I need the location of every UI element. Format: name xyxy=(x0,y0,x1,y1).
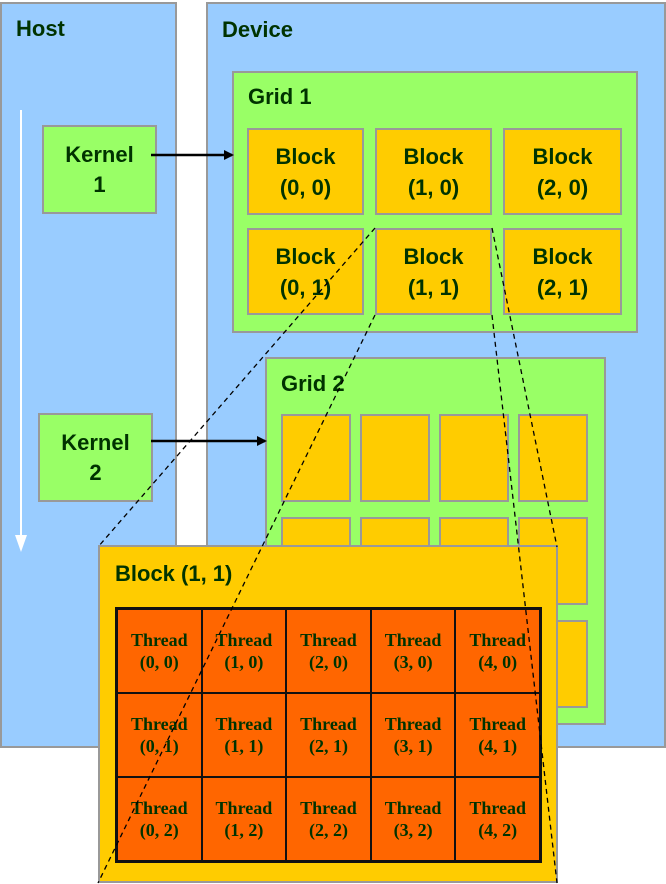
thread-coord: (2, 1) xyxy=(308,736,348,756)
thread-cell: Thread(3, 0) xyxy=(370,609,456,693)
thread-label: Thread xyxy=(215,714,273,734)
thread-coord: (3, 0) xyxy=(393,652,433,672)
thread-label: Thread xyxy=(130,798,188,818)
thread-coord: (4, 1) xyxy=(478,736,518,756)
grid-2-block xyxy=(518,414,588,502)
block-label: Block xyxy=(275,143,336,169)
thread-coord: (1, 0) xyxy=(224,652,264,672)
thread-coord: (3, 1) xyxy=(393,736,433,756)
kernel-1-label: Kernel xyxy=(65,141,134,167)
thread-coord: (0, 1) xyxy=(139,736,179,756)
thread-coord: (1, 2) xyxy=(224,820,264,840)
thread-coord: (1, 1) xyxy=(224,736,264,756)
thread-label: Thread xyxy=(215,630,273,650)
thread-coord: (4, 0) xyxy=(478,652,518,672)
thread-label: Thread xyxy=(130,630,188,650)
thread-coord: (4, 2) xyxy=(478,820,518,840)
thread-cell: Thread(2, 1) xyxy=(286,693,371,777)
block-coord: (2, 0) xyxy=(536,174,589,200)
kernel-2-label: Kernel xyxy=(61,429,130,455)
thread-cell: Thread(1, 2) xyxy=(201,777,287,861)
thread-label: Thread xyxy=(215,798,273,818)
grid-1-block: Block (0, 0) xyxy=(247,128,364,215)
thread-cell: Thread(3, 2) xyxy=(370,777,456,861)
block-detail-title: Block (1, 1) xyxy=(115,561,233,586)
thread-label: Thread xyxy=(469,714,527,734)
grid-1-block: Block (1, 0) xyxy=(375,128,492,215)
thread-cell: Thread(4, 1) xyxy=(455,693,540,777)
grid-2-block xyxy=(360,414,430,502)
thread-label: Thread xyxy=(300,630,357,650)
zoom-line xyxy=(491,314,558,884)
thread-label: Thread xyxy=(384,798,442,818)
zoom-line xyxy=(97,314,376,884)
zoom-line xyxy=(491,227,558,548)
grid-1-block: Block (2, 1) xyxy=(503,228,622,315)
thread-label: Thread xyxy=(300,714,357,734)
grid-2-block xyxy=(439,414,509,502)
thread-label: Thread xyxy=(384,714,442,734)
thread-coord: (2, 2) xyxy=(308,820,348,840)
grid-2-block xyxy=(281,414,351,502)
thread-label: Thread xyxy=(469,630,527,650)
thread-cell: Thread(3, 1) xyxy=(370,693,456,777)
kernel-1-number: 1 xyxy=(93,171,106,197)
thread-cell: Thread(2, 2) xyxy=(286,777,371,861)
block-coord: (2, 1) xyxy=(536,274,589,300)
block-label: Block xyxy=(275,243,336,269)
thread-coord: (0, 0) xyxy=(139,652,179,672)
grid-1-block: Block (0, 1) xyxy=(247,228,364,315)
thread-cell: Thread(1, 1) xyxy=(201,693,287,777)
thread-label: Thread xyxy=(384,630,442,650)
zoom-line xyxy=(97,227,376,548)
thread-coord: (2, 0) xyxy=(308,652,348,672)
kernel-1: Kernel 1 xyxy=(42,125,157,214)
block-label: Block xyxy=(403,243,464,269)
thread-coord: (3, 2) xyxy=(393,820,433,840)
block-coord: (0, 0) xyxy=(279,174,332,200)
block-coord: (1, 0) xyxy=(407,174,460,200)
thread-cell: Thread(0, 0) xyxy=(117,609,202,693)
thread-cell: Thread(2, 0) xyxy=(286,609,371,693)
grid-1-title: Grid 1 xyxy=(248,84,312,109)
grid-1-block: Block (2, 0) xyxy=(503,128,622,215)
block-label: Block xyxy=(532,143,593,169)
kernel-2-number: 2 xyxy=(89,459,102,485)
thread-cell: Thread(4, 0) xyxy=(455,609,540,693)
thread-grid: Thread(0, 0) Thread(1, 0) Thread(2, 0) T… xyxy=(115,607,542,863)
block-label: Block xyxy=(532,243,593,269)
block-coord: (0, 1) xyxy=(279,274,332,300)
host-title: Host xyxy=(16,16,65,41)
thread-cell: Thread(0, 2) xyxy=(117,777,202,861)
thread-label: Thread xyxy=(300,798,357,818)
grid-2-title: Grid 2 xyxy=(281,371,345,396)
device-title: Device xyxy=(222,17,293,42)
thread-cell: Thread(4, 2) xyxy=(455,777,540,861)
thread-cell: Thread(0, 1) xyxy=(117,693,202,777)
kernel-2: Kernel 2 xyxy=(38,413,153,502)
thread-label: Thread xyxy=(469,798,527,818)
thread-cell: Thread(1, 0) xyxy=(201,609,287,693)
thread-coord: (0, 2) xyxy=(139,820,179,840)
block-coord: (1, 1) xyxy=(407,274,460,300)
grid-1-block: Block (1, 1) xyxy=(375,228,492,315)
timeline-arrowhead-icon xyxy=(15,535,27,552)
block-label: Block xyxy=(403,143,464,169)
